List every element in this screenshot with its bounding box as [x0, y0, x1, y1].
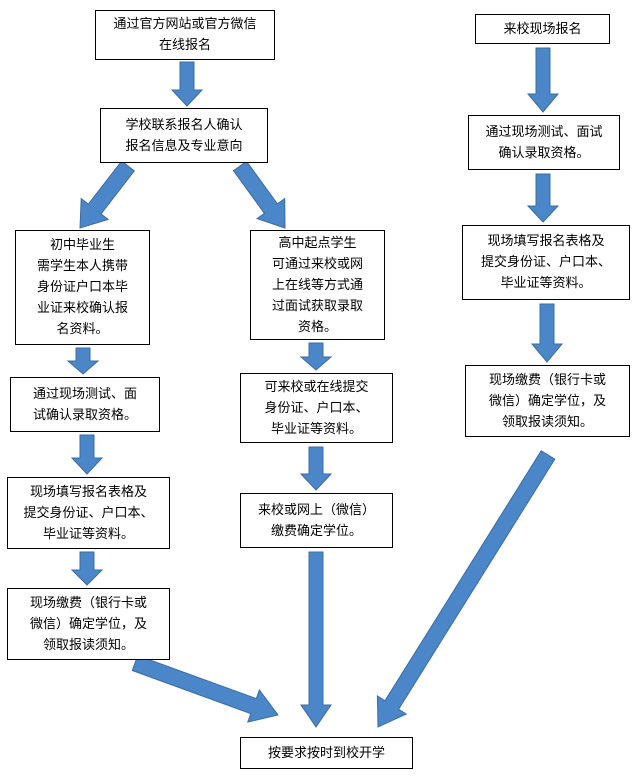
- right-form-text: 现场填写报名表格及 提交身份证、户口本、 毕业证等资料。: [480, 234, 611, 291]
- arrow-mid-pay-to-final: [300, 551, 332, 728]
- mid-pay-text: 来校或网上（微信） 缴费确定学位。: [257, 502, 375, 539]
- mid-pay-box: 来校或网上（微信） 缴费确定学位。: [240, 493, 393, 548]
- junior-graduate-text: 初中毕业生 需学生本人携带 身份证户口本毕 业证来校确认报 名资料。: [36, 238, 128, 337]
- arrow-contact-to-junior: [79, 160, 136, 229]
- arrow-contact-to-high: [232, 160, 286, 229]
- right-pay-box: 现场缴费（银行卡或 微信）确定学位，及 领取报读须知。: [465, 365, 630, 437]
- mid-submit-text: 可来校或在线提交 身份证、户口本、 毕业证等资料。: [264, 379, 369, 437]
- high-school-start-box: 高中起点学生 可通过来校或网 上在线等方式通 过面试获取录取 资格。: [250, 230, 385, 340]
- left-form-box: 现场填写报名表格及 提交身份证、户口本、 毕业证等资料。: [7, 477, 170, 549]
- mid-submit-box: 可来校或在线提交 身份证、户口本、 毕业证等资料。: [240, 373, 393, 443]
- arrow-left-form-to-pay: [70, 551, 104, 586]
- arrow-left-test-to-form: [70, 434, 104, 475]
- right-form-box: 现场填写报名表格及 提交身份证、户口本、 毕业证等资料。: [462, 225, 630, 300]
- school-contact-box: 学校联系报名人确认 报名信息及专业意向: [100, 108, 268, 163]
- high-school-start-text: 高中起点学生 可通过来校或网 上在线等方式通 过面试获取录取 资格。: [271, 235, 363, 335]
- final-box: 按要求按时到校开学: [240, 737, 413, 769]
- arrow-online-to-contact: [170, 61, 204, 107]
- arrow-mid-submit-to-pay: [299, 446, 333, 491]
- right-test-box: 通过现场测试、面试 确认录取资格。: [468, 115, 620, 170]
- arrow-high-to-mid-submit: [299, 342, 333, 371]
- arrow-right-pay-to-final: [376, 450, 556, 728]
- right-test-text: 通过现场测试、面试 确认录取资格。: [485, 124, 603, 161]
- onsite-signup-text: 来校现场报名: [503, 21, 582, 37]
- arrow-junior-to-left-test: [66, 347, 100, 375]
- online-signup-text: 通过官方网站或官方微信 在线报名: [113, 17, 257, 53]
- junior-graduate-box: 初中毕业生 需学生本人携带 身份证户口本毕 业证来校确认报 名资料。: [15, 230, 150, 345]
- final-text: 按要求按时到校开学: [267, 745, 385, 761]
- left-pay-box: 现场缴费（银行卡或 微信）确定学位，及 领取报读须知。: [7, 588, 170, 660]
- arrow-right-form-to-pay: [530, 303, 564, 363]
- arrow-right-test-to-form: [526, 173, 560, 223]
- school-contact-text: 学校联系报名人确认 报名信息及专业意向: [125, 117, 243, 154]
- arrow-left-pay-to-final: [131, 654, 279, 723]
- left-test-text: 通过现场测试、面 试确认录取资格。: [32, 386, 137, 423]
- right-pay-text: 现场缴费（银行卡或 微信）确定学位，及 领取报读须知。: [488, 372, 606, 430]
- onsite-signup-box: 来校现场报名: [475, 14, 610, 44]
- arrow-onsite-to-right-test: [526, 47, 560, 113]
- online-signup-box: 通过官方网站或官方微信 在线报名: [95, 10, 275, 60]
- left-form-text: 现场填写报名表格及 提交身份证、户口本、 毕业证等资料。: [23, 484, 154, 542]
- left-pay-text: 现场缴费（银行卡或 微信）确定学位，及 领取报读须知。: [29, 595, 147, 653]
- left-test-box: 通过现场测试、面 试确认录取资格。: [10, 377, 160, 432]
